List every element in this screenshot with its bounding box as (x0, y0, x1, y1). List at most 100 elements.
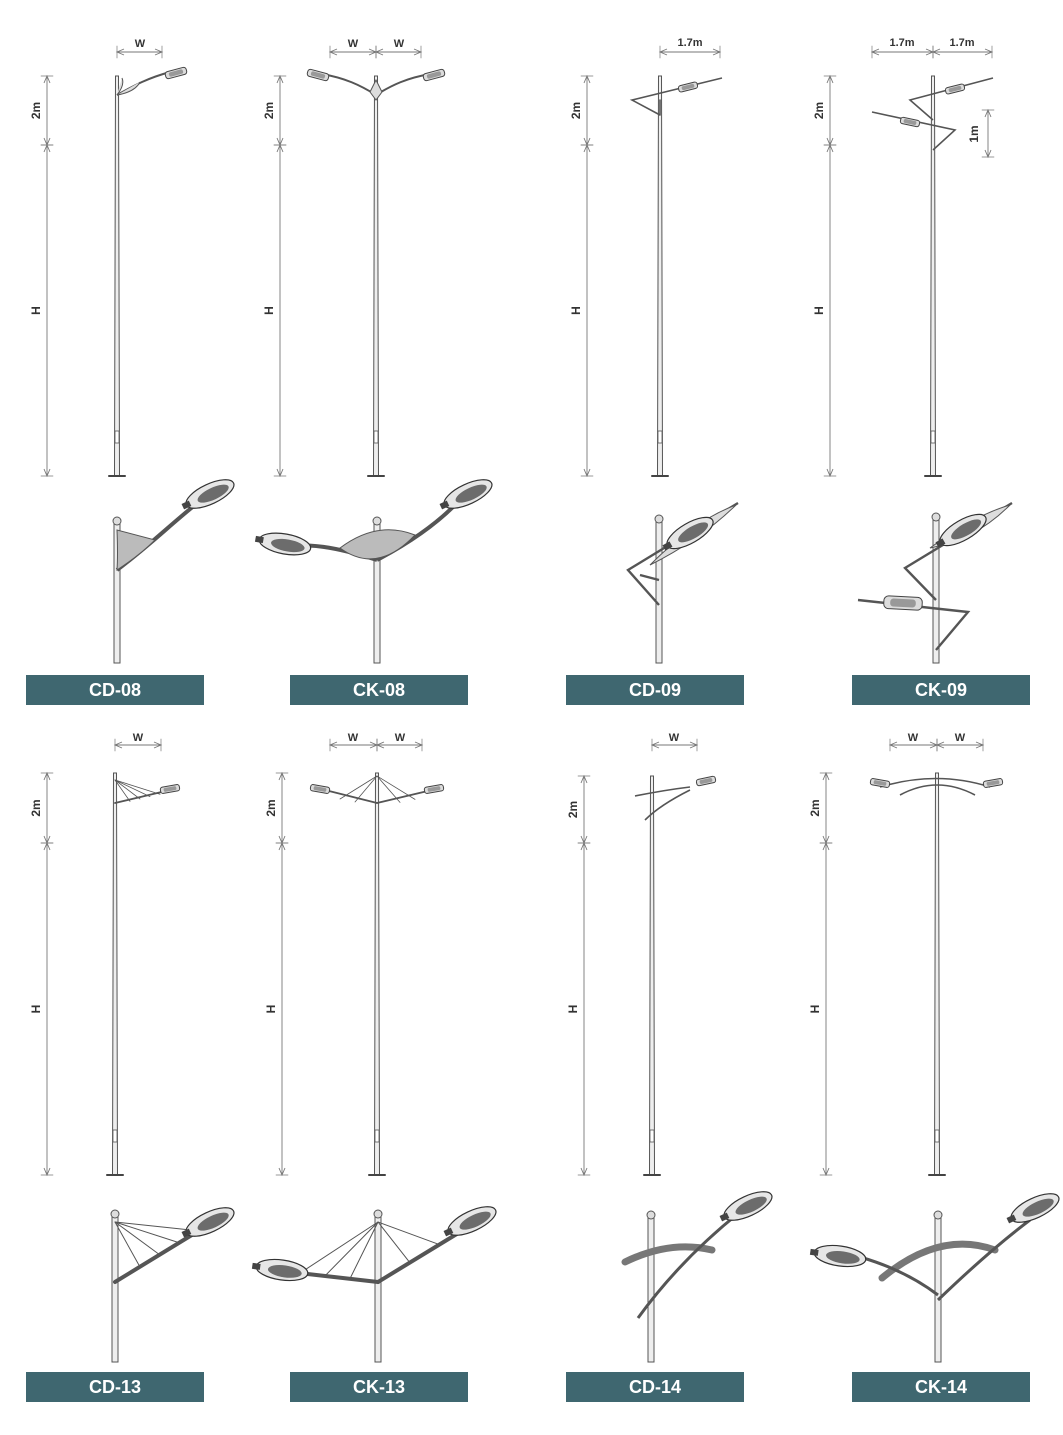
cd09-arm (629, 77, 723, 116)
cd08-width-label: W (135, 38, 146, 50)
label-cd09: CD-09 (566, 675, 744, 705)
cd09-access-door (657, 430, 663, 444)
cd08-persp-lamp (181, 479, 235, 510)
ck08-brace (369, 78, 383, 101)
cd13-persp-lamp (181, 1207, 235, 1238)
cd14-width-arrow (650, 738, 699, 752)
cd13-cable-3 (114, 779, 161, 795)
ck14-width-label-left: W (908, 732, 919, 744)
cd08-width-arrow (115, 45, 164, 59)
cd13-arm-height-label: 2m (29, 799, 43, 816)
cd09-lamp (677, 81, 699, 93)
cd09-persp-lamp (662, 516, 714, 551)
cd13-perspective (110, 1209, 120, 1363)
ck13-width-label-right: W (395, 732, 406, 744)
cd08-pole-height-label: H (29, 306, 43, 315)
ck14-access-door (934, 1129, 940, 1143)
ck09-side-label: 1m (967, 125, 981, 142)
ck13-pole-height-arrow (275, 841, 289, 1177)
ck13-cable-2 (376, 775, 401, 803)
ck13-cable-1 (354, 775, 378, 803)
ck09-lamp-upper (944, 83, 966, 95)
cd14-persp-arc (621, 1243, 716, 1266)
cd13-cable-0 (114, 779, 131, 802)
ck13-persp-arm-right (376, 1230, 462, 1284)
ck08-perspective (372, 516, 382, 664)
ck14-lamp-left (869, 778, 891, 788)
ck09-pole (929, 75, 937, 477)
ck13-persp-cable-4 (377, 1221, 441, 1246)
cd13-width-arrow (113, 738, 163, 752)
ck09-persp-lamp-upper (935, 513, 987, 548)
cd14-persp-lamp (719, 1191, 773, 1222)
ck14-perspective (933, 1210, 943, 1363)
cd14-arcs (634, 786, 691, 821)
cd14-arm-height-label: 2m (566, 801, 580, 818)
ck14-persp-arms (859, 1218, 1031, 1302)
ck13-persp-lamp-left (251, 1258, 309, 1282)
cd13-cable-2 (114, 779, 151, 797)
ck13-width-arrow-right (375, 738, 424, 752)
cd09-width-arrow (658, 45, 722, 59)
cd14-access-door (649, 1129, 655, 1143)
cd13-width-label: W (133, 732, 144, 744)
cd13-persp-arm (113, 1228, 202, 1284)
ck08-width-arrow-right (374, 45, 423, 59)
ck13-pole-height-label: H (264, 1005, 278, 1014)
ck14-pole-height-label: H (808, 1005, 822, 1014)
cd14-pole (648, 775, 656, 1176)
ck14-lamp-right (982, 778, 1004, 788)
ck13-cable-3 (376, 775, 416, 800)
cd09-width-label: 1.7m (677, 37, 702, 49)
cd14-persp-arm (636, 1210, 741, 1319)
ck09-side-arrow (981, 108, 995, 159)
cd08-persp-brace (116, 529, 156, 571)
ck09-pole-height-arrow (823, 143, 837, 478)
ck08-persp-lamp-right (439, 479, 493, 510)
ck13-lamp-left (309, 784, 331, 794)
ck13-perspective (373, 1209, 383, 1363)
ck08-width-label-left: W (348, 38, 359, 50)
cd09-pole (656, 75, 664, 477)
ck13-cable-0 (339, 775, 378, 800)
cd14-lamp (695, 775, 717, 787)
label-ck08: CK-08 (290, 675, 468, 705)
ck14-width-arrow-right (935, 738, 985, 752)
cd09-arm-height-label: 2m (569, 102, 583, 119)
ck13-arm-height-label: 2m (264, 799, 278, 816)
cd14-perspective (646, 1210, 656, 1363)
label-cd08: CD-08 (26, 675, 204, 705)
ck09-persp-lamp-lower (883, 595, 923, 611)
cd09-pole-height-arrow (580, 143, 594, 478)
ck13-persp-cable-0 (299, 1221, 379, 1274)
cd14-width-label: W (669, 732, 680, 744)
ck13-persp-cable-3 (377, 1221, 411, 1264)
ck08-persp-lamp-left (254, 532, 312, 556)
ck09-lower-arm (871, 111, 957, 151)
ck09-pole-height-label: H (812, 306, 826, 315)
ck14-persp-lamp-left (809, 1244, 867, 1268)
ck09-lamp-lower (899, 116, 921, 128)
ck08-lamp-right (422, 68, 446, 82)
ck09-width-arrow-right (931, 45, 994, 59)
ck14-width-label-right: W (955, 732, 966, 744)
ck13-arm-left (324, 789, 378, 804)
ck08-pole (372, 75, 380, 477)
ck08-pole-height-arrow (273, 143, 287, 478)
label-ck13: CK-13 (290, 1372, 468, 1402)
ck13-lamp-right (423, 784, 445, 794)
cd08-pole (113, 75, 121, 477)
cd13-pole-height-label: H (29, 1005, 43, 1014)
label-ck09: CK-09 (852, 675, 1030, 705)
cd08-pole-height-arrow (40, 143, 54, 478)
cd13-pole (111, 772, 119, 1176)
cd13-access-door (112, 1129, 118, 1143)
ck13-pole (373, 772, 381, 1176)
ck13-arm-right (376, 789, 433, 804)
ck08-width-label-right: W (394, 38, 405, 50)
cd08-arm-height-label: 2m (29, 102, 43, 119)
ck13-access-door (374, 1129, 380, 1143)
cd08-brace (116, 77, 141, 96)
